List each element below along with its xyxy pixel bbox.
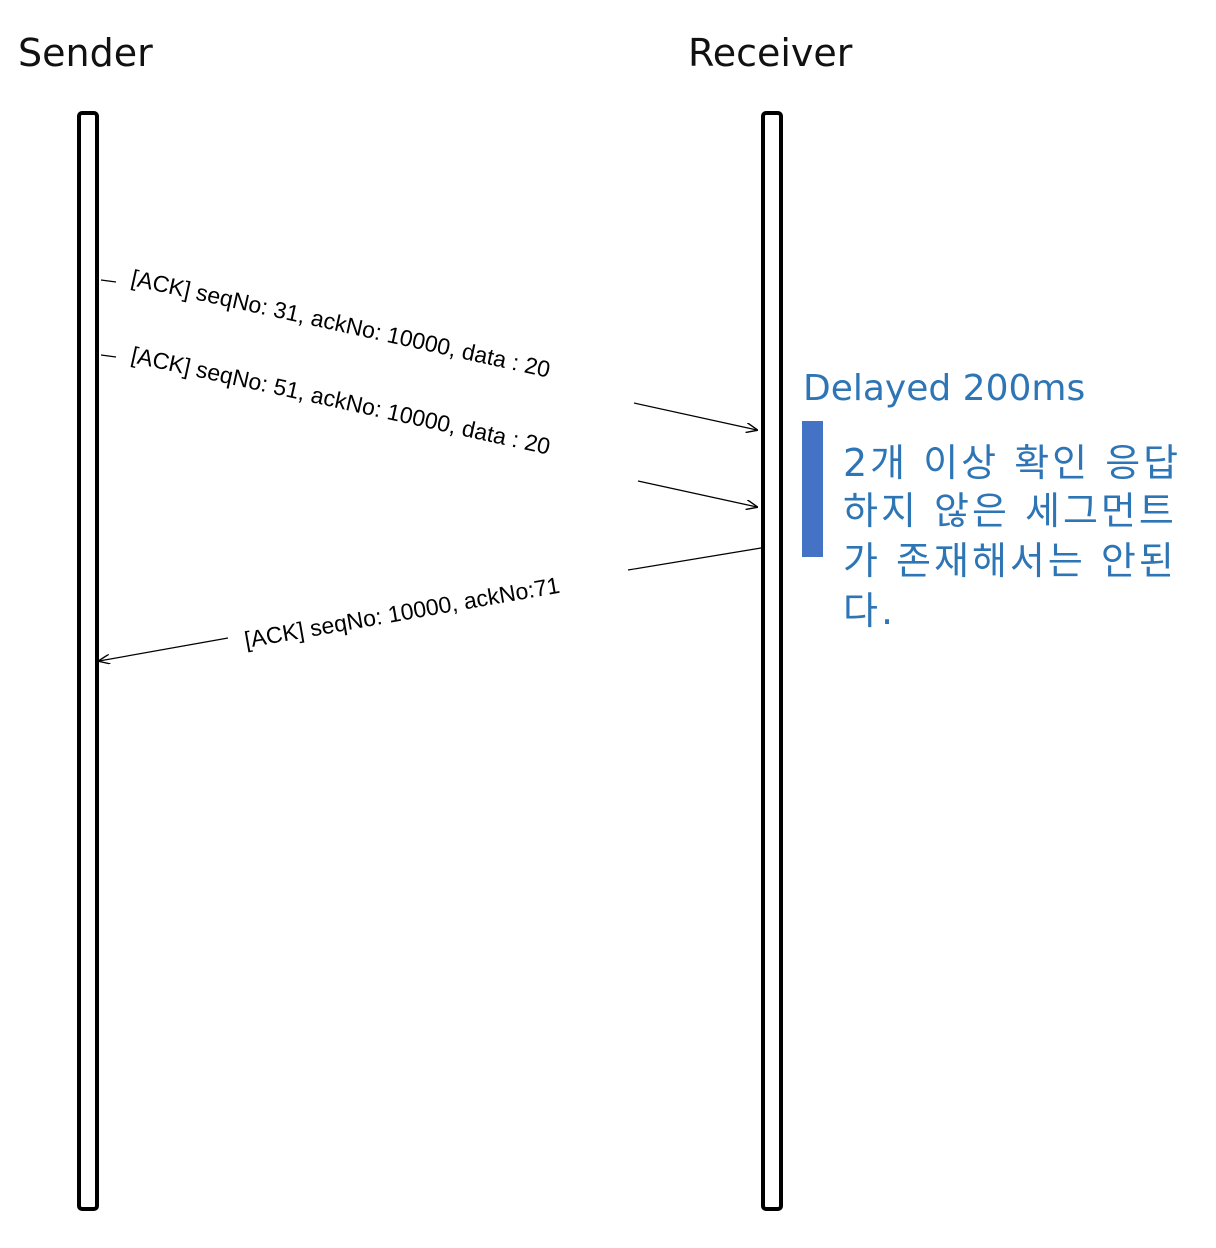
message-2: [ACK] seqNo: 51, ackNo: 10000, data : 20 bbox=[100, 341, 757, 507]
message-3: [ACK] seqNo: 10000, ackNo:71 bbox=[99, 547, 762, 661]
receiver-title: Receiver bbox=[688, 31, 853, 75]
note-line-2: 하지 않은 세그먼트 bbox=[843, 489, 1177, 533]
message-3-line-start bbox=[627, 547, 762, 571]
note-bar bbox=[802, 421, 823, 557]
message-3-arrow bbox=[99, 637, 229, 661]
note-line-3: 가 존재해서는 안된 bbox=[843, 539, 1177, 583]
sender-title: Sender bbox=[18, 31, 153, 75]
receiver-lifeline bbox=[761, 111, 783, 1211]
message-1-arrow bbox=[633, 402, 757, 430]
note-text: 2개 이상 확인 응답 하지 않은 세그먼트 가 존재해서는 안된 다. bbox=[843, 441, 1181, 633]
message-1-line-start bbox=[100, 279, 117, 283]
note-line-4: 다. bbox=[843, 589, 896, 633]
message-2-line-start bbox=[100, 354, 117, 358]
message-1: [ACK] seqNo: 31, ackNo: 10000, data : 20 bbox=[100, 264, 757, 430]
message-3-label: [ACK] seqNo: 10000, ackNo:71 bbox=[242, 572, 561, 653]
message-2-arrow bbox=[637, 480, 757, 507]
delay-label: Delayed 200ms bbox=[803, 368, 1085, 409]
sender-lifeline bbox=[77, 111, 99, 1211]
note-line-1: 2개 이상 확인 응답 bbox=[843, 441, 1181, 485]
